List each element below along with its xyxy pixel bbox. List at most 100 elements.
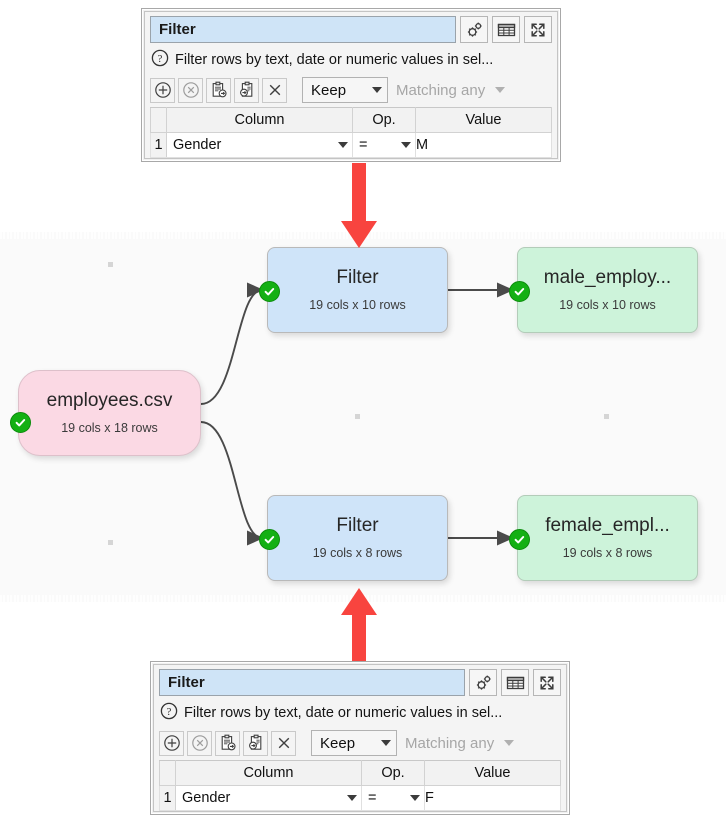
- filter-panel-top: Filter: [141, 8, 561, 162]
- filter-mode-select[interactable]: Keep: [302, 77, 388, 103]
- canvas-grid-dot: [108, 262, 113, 267]
- add-row-icon[interactable]: [159, 730, 184, 756]
- canvas-grid-dot: [355, 414, 360, 419]
- column-header-column[interactable]: Column: [175, 760, 362, 786]
- rownum-header: [150, 107, 167, 133]
- filter-title-input[interactable]: Filter: [159, 669, 465, 696]
- status-ok-icon: [509, 281, 530, 302]
- cell-op[interactable]: =: [361, 785, 425, 811]
- node-title: Filter: [336, 515, 379, 537]
- panel-description-row: ? Filter rows by text, date or numeric v…: [150, 47, 552, 73]
- node-title: Filter: [336, 267, 379, 289]
- panel-description: Filter rows by text, date or numeric val…: [184, 705, 503, 721]
- workflow-canvas[interactable]: employees.csv 19 cols x 18 rows Filter 1…: [0, 232, 726, 602]
- chevron-down-icon: [338, 142, 348, 148]
- node-title: employees.csv: [46, 390, 173, 412]
- status-ok-icon: [259, 281, 280, 302]
- filter-panel-bottom: Filter: [150, 661, 570, 815]
- node-filter-male[interactable]: Filter 19 cols x 10 rows: [259, 247, 448, 333]
- settings-gears-icon[interactable]: [469, 669, 497, 696]
- node-subtitle: 19 cols x 10 rows: [309, 297, 406, 312]
- table-grid-icon[interactable]: [501, 669, 529, 696]
- node-male-employees[interactable]: male_employ... 19 cols x 10 rows: [509, 247, 698, 333]
- node-subtitle: 19 cols x 18 rows: [61, 420, 158, 435]
- table-header-row: Column Op. Value: [150, 107, 552, 133]
- copy-clipboard-icon[interactable]: [215, 730, 240, 756]
- question-mark-icon[interactable]: ?: [151, 49, 169, 72]
- remove-row-icon[interactable]: [178, 77, 203, 103]
- status-ok-icon: [259, 529, 280, 550]
- node-subtitle: 19 cols x 8 rows: [562, 545, 653, 560]
- node-filter-female[interactable]: Filter 19 cols x 8 rows: [259, 495, 448, 581]
- pointer-arrow-up: [341, 588, 377, 668]
- clear-all-icon[interactable]: [262, 77, 287, 103]
- panel-description-row: ? Filter rows by text, date or numeric v…: [159, 700, 561, 726]
- chevron-down-icon: [504, 740, 514, 746]
- filter-match-value: Matching any: [405, 734, 495, 752]
- node-subtitle: 19 cols x 8 rows: [312, 545, 403, 560]
- panel-inner: Filter: [144, 11, 558, 159]
- filter-criteria-table: Column Op. Value 1 Gender: [159, 760, 561, 811]
- status-ok-icon: [10, 412, 31, 433]
- canvas-grid-dot: [108, 540, 113, 545]
- table-grid-icon[interactable]: [492, 16, 520, 43]
- filter-mode-select[interactable]: Keep: [311, 730, 397, 756]
- panel-inner: Filter: [153, 664, 567, 812]
- status-ok-icon: [509, 529, 530, 550]
- canvas-grid-dot: [604, 414, 609, 419]
- filter-match-select[interactable]: Matching any: [391, 77, 511, 103]
- filter-title-input[interactable]: Filter: [150, 16, 456, 43]
- panel-description: Filter rows by text, date or numeric val…: [175, 52, 494, 68]
- cell-column-value: Gender: [182, 790, 231, 806]
- filter-mode-value: Keep: [320, 734, 356, 752]
- column-header-op[interactable]: Op.: [352, 107, 416, 133]
- filter-criteria-table: Column Op. Value 1 Gender: [150, 107, 552, 158]
- cell-column[interactable]: Gender: [166, 132, 353, 158]
- panel-title-row: Filter: [150, 16, 552, 43]
- cell-column[interactable]: Gender: [175, 785, 362, 811]
- add-row-icon[interactable]: [150, 77, 175, 103]
- column-header-column[interactable]: Column: [166, 107, 353, 133]
- rownum-header: [159, 760, 176, 786]
- expand-arrows-icon[interactable]: [524, 16, 552, 43]
- chevron-down-icon: [410, 795, 420, 801]
- row-number: 1: [150, 132, 167, 158]
- cell-value[interactable]: F: [424, 785, 561, 811]
- panel-action-toolbar: Keep Matching any: [150, 73, 552, 106]
- node-female-employees[interactable]: female_empl... 19 cols x 8 rows: [509, 495, 698, 581]
- cell-column-value: Gender: [173, 137, 222, 153]
- clear-all-icon[interactable]: [271, 730, 296, 756]
- paste-clipboard-icon[interactable]: [234, 77, 259, 103]
- panel-title-row: Filter: [159, 669, 561, 696]
- panel-action-toolbar: Keep Matching any: [159, 726, 561, 759]
- chevron-down-icon: [347, 795, 357, 801]
- table-header-row: Column Op. Value: [159, 760, 561, 786]
- column-header-value[interactable]: Value: [424, 760, 561, 786]
- filter-match-select[interactable]: Matching any: [400, 730, 520, 756]
- node-employees-csv[interactable]: employees.csv 19 cols x 18 rows: [10, 370, 201, 456]
- chevron-down-icon: [372, 87, 382, 93]
- question-mark-icon[interactable]: ?: [160, 702, 178, 725]
- row-number: 1: [159, 785, 176, 811]
- filter-match-value: Matching any: [396, 81, 486, 99]
- node-title: female_empl...: [545, 515, 670, 537]
- table-row[interactable]: 1 Gender = M: [150, 132, 552, 158]
- pointer-arrow-down: [341, 163, 377, 248]
- node-subtitle: 19 cols x 10 rows: [559, 297, 656, 312]
- cell-value[interactable]: M: [415, 132, 552, 158]
- column-header-value[interactable]: Value: [415, 107, 552, 133]
- paste-clipboard-icon[interactable]: [243, 730, 268, 756]
- svg-text:?: ?: [158, 53, 163, 65]
- settings-gears-icon[interactable]: [460, 16, 488, 43]
- table-row[interactable]: 1 Gender = F: [159, 785, 561, 811]
- cell-op-value: =: [368, 790, 377, 806]
- chevron-down-icon: [495, 87, 505, 93]
- cell-op[interactable]: =: [352, 132, 416, 158]
- column-header-op[interactable]: Op.: [361, 760, 425, 786]
- copy-clipboard-icon[interactable]: [206, 77, 231, 103]
- svg-text:?: ?: [167, 706, 172, 718]
- remove-row-icon[interactable]: [187, 730, 212, 756]
- expand-arrows-icon[interactable]: [533, 669, 561, 696]
- chevron-down-icon: [381, 740, 391, 746]
- node-title: male_employ...: [543, 267, 672, 289]
